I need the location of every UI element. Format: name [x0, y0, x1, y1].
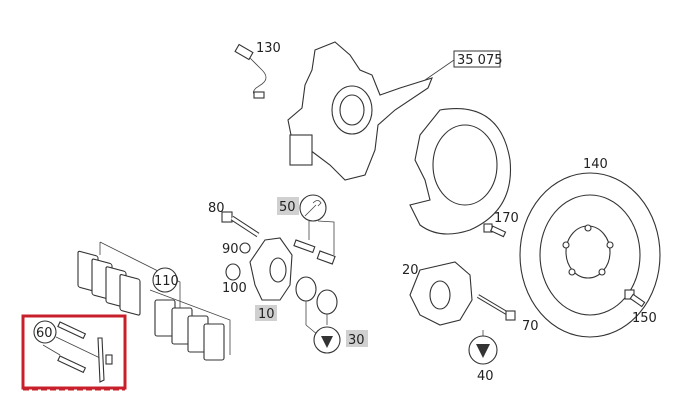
- part-seal-ring[interactable]: [295, 276, 317, 302]
- part-dust-boot[interactable]: [316, 289, 338, 315]
- part-pin-upper: [57, 321, 87, 340]
- label-90[interactable]: 90: [222, 242, 239, 257]
- label-30[interactable]: 30: [348, 333, 365, 348]
- part-piston-30[interactable]: [313, 326, 341, 354]
- label-140[interactable]: 140: [583, 157, 608, 172]
- label-35075[interactable]: 35 075: [457, 53, 503, 68]
- part-bleed-screw[interactable]: [239, 242, 251, 254]
- label-130[interactable]: 130: [256, 41, 281, 56]
- label-10[interactable]: 10: [258, 307, 275, 322]
- part-wear-sensor[interactable]: [234, 43, 267, 99]
- part-guide-pin[interactable]: [293, 239, 336, 265]
- part-dust-shield[interactable]: [409, 108, 512, 235]
- label-150[interactable]: 150: [632, 311, 657, 326]
- part-steering-knuckle[interactable]: [287, 41, 433, 181]
- label-170[interactable]: 170: [494, 211, 519, 226]
- selected-part-group-60[interactable]: 60: [21, 314, 127, 391]
- label-50[interactable]: 50: [279, 200, 296, 215]
- label-110[interactable]: 110: [154, 274, 179, 289]
- part-tool-40[interactable]: [468, 330, 498, 365]
- wrench-icon[interactable]: [299, 194, 327, 222]
- part-screw-170[interactable]: [483, 223, 507, 238]
- label-box-35075: [453, 50, 501, 68]
- part-bolt-80[interactable]: [221, 211, 260, 238]
- part-spring-clip: [97, 337, 105, 383]
- part-bolt-70[interactable]: [476, 294, 516, 321]
- part-screw-150[interactable]: [624, 289, 646, 308]
- label-highlight-10: [255, 305, 277, 321]
- label-40[interactable]: 40: [477, 369, 494, 384]
- label-highlight-30: [346, 330, 368, 347]
- part-pin-lower: [57, 355, 87, 374]
- label-20[interactable]: 20: [402, 263, 419, 278]
- label-100[interactable]: 100: [222, 281, 247, 296]
- part-cap[interactable]: [225, 263, 241, 281]
- label-circle-110: [152, 267, 178, 293]
- part-caliper-20[interactable]: [409, 261, 473, 326]
- label-60[interactable]: 60: [36, 326, 53, 341]
- part-caliper-housing[interactable]: [249, 237, 293, 301]
- label-70[interactable]: 70: [522, 319, 539, 334]
- label-80[interactable]: 80: [208, 201, 225, 216]
- label-highlight-50: [277, 197, 299, 215]
- part-brake-pads[interactable]: [77, 241, 231, 361]
